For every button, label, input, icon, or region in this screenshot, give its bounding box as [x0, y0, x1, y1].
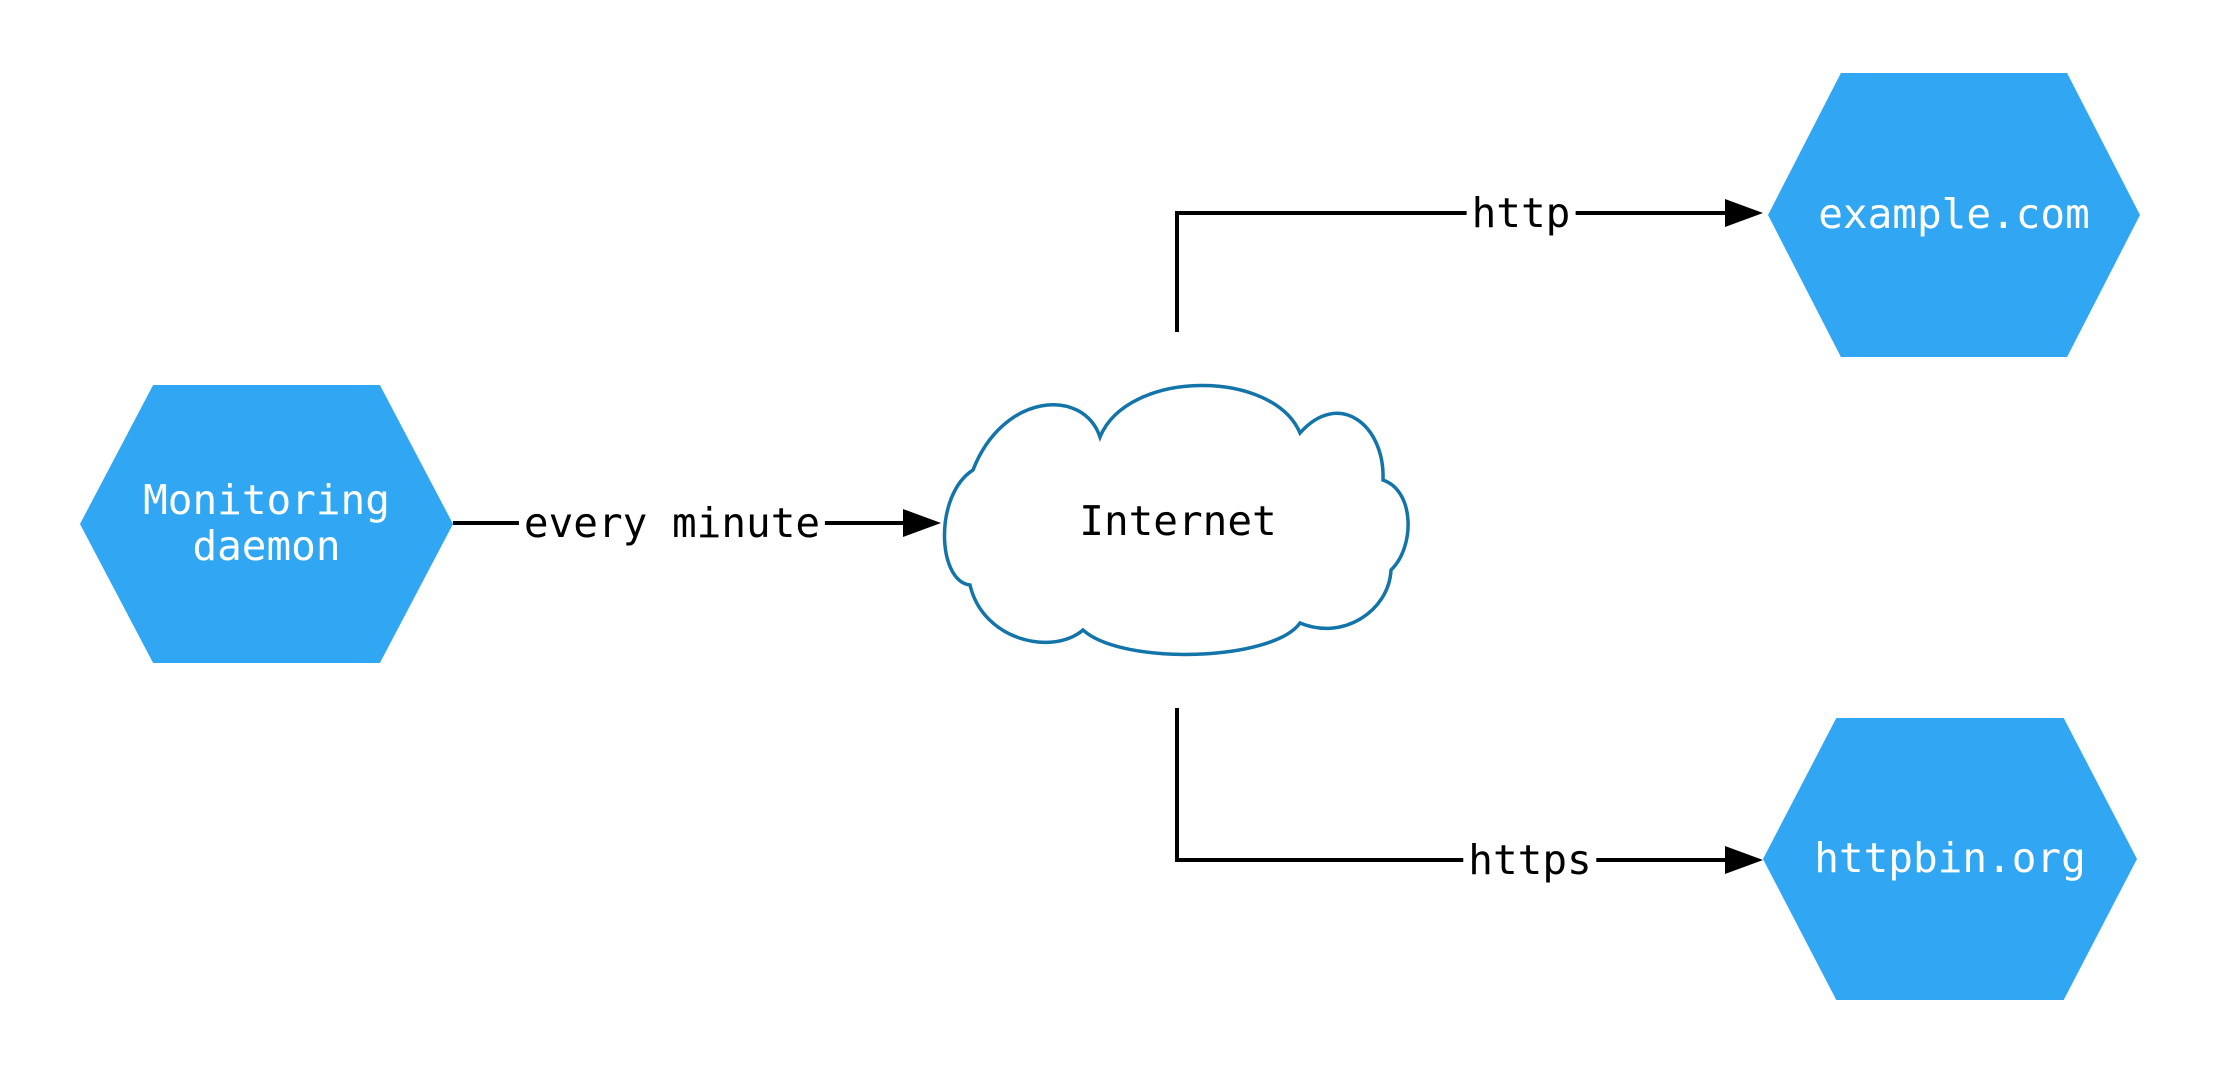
- node-httpbin-org: httpbin.org: [1763, 718, 2137, 1000]
- node-monitoring-daemon-label-line2: daemon: [192, 522, 341, 570]
- internet-cloud-shape: [942, 383, 1410, 657]
- edge-label-every-minute: every minute: [518, 499, 826, 547]
- node-httpbin-org-label: httpbin.org: [1814, 834, 2086, 883]
- edge-label-http: http: [1466, 189, 1576, 237]
- node-monitoring-daemon-label-line1: Monitoring: [143, 476, 390, 525]
- edge-internet-example-line: [1175, 211, 1727, 332]
- edge-internet-example-arrowhead: [1725, 199, 1763, 227]
- edge-label-https: https: [1463, 836, 1597, 884]
- edge-internet-httpbin-line: [1175, 708, 1727, 862]
- edge-internet-httpbin-arrowhead: [1725, 846, 1763, 874]
- edge-daemon-internet-arrowhead: [903, 509, 941, 537]
- node-monitoring-daemon: Monitoring daemon: [80, 385, 453, 663]
- node-example-com-label: example.com: [1818, 190, 2090, 239]
- internet-cloud-label: Internet: [1079, 497, 1277, 545]
- node-example-com: example.com: [1768, 73, 2140, 357]
